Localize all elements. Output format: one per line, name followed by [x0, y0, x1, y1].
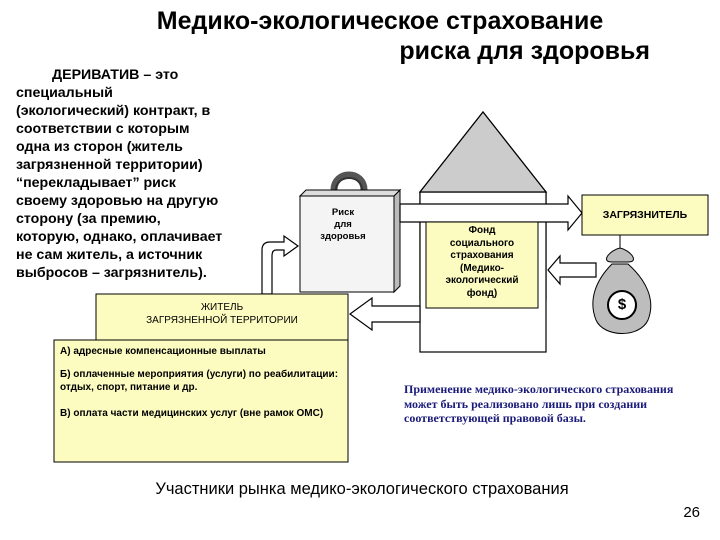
money-bag-symbol: $: [617, 296, 627, 313]
risk-label-line: Риск: [331, 207, 355, 218]
resident-label: ЖИТЕЛЬ ЗАГРЯЗНЕННОЙ ТЕРРИТОРИИ: [96, 294, 348, 347]
derivative-line: специальный: [16, 85, 113, 101]
resident-box: [95, 293, 349, 341]
page-number: 26: [683, 504, 700, 521]
arrow-resident-to-risk: [261, 234, 300, 295]
derivative-line: не сам житель, а источник: [16, 247, 203, 263]
fund-label: Фонд социального страхования (Медико- эк…: [426, 222, 538, 311]
derivative-line: ДЕРИВАТИВ – это: [52, 67, 179, 83]
arrow-bag-to-fund: [547, 254, 597, 286]
polluter-box: [581, 194, 709, 236]
weight-icon: [298, 171, 402, 294]
resident-line: ЖИТЕЛЬ: [200, 302, 244, 313]
benefit-options: А) адресные компенсационные выплаты Б) о…: [54, 340, 348, 462]
fund-line: социального: [449, 237, 515, 249]
option-item: Б) оплаченные мероприятия (услуги) по ре…: [60, 369, 339, 393]
fund-line: экологический: [445, 275, 519, 286]
derivative-line: (экологический) контракт, в: [16, 103, 211, 119]
fund-line: страхования: [450, 250, 514, 261]
derivative-line: соответствии с которым: [16, 121, 190, 137]
options-box: [53, 339, 349, 463]
fund-line: Фонд: [468, 225, 496, 236]
fund-box: [425, 221, 539, 309]
derivative-line: выбросов – загрязнитель).: [16, 265, 207, 281]
risk-label-line: здоровья: [320, 231, 366, 242]
page-title: Медико-экологическое страхование риска д…: [110, 6, 650, 66]
option-item: А) адресные компенсационные выплаты: [60, 346, 266, 357]
resident-line: ЗАГРЯЗНЕННОЙ ТЕРРИТОРИИ: [146, 315, 298, 326]
derivative-line: одна из сторон (житель: [16, 139, 183, 155]
title-line-1: Медико-экологическое страхование: [156, 7, 604, 35]
title-line-2: риска для здоровья: [399, 37, 650, 65]
risk-label: Риск для здоровья: [300, 207, 386, 243]
legal-basis-note: Применение медико-экологического страхов…: [404, 382, 674, 425]
money-bag-icon: [592, 247, 652, 334]
risk-label-line: для: [334, 219, 352, 230]
derivative-line: “перекладывает” риск: [16, 175, 176, 191]
derivative-line: загрязненной территории): [16, 157, 203, 173]
fund-line: фонд): [466, 287, 498, 299]
derivative-line: сторону (за премию,: [16, 211, 161, 227]
fund-line: (Медико-: [459, 262, 505, 274]
option-item: В) оплата части медицинских услуг (вне р…: [60, 408, 324, 419]
polluter-label: ЗАГРЯЗНИТЕЛЬ: [602, 209, 688, 221]
arrow-fund-to-resident: [348, 296, 421, 332]
derivative-line: своему здоровью на другую: [16, 193, 219, 209]
derivative-definition: ДЕРИВАТИВ – это специальный (экологическ…: [16, 66, 266, 282]
slide-caption: Участники рынка медико-экологического ст…: [155, 480, 569, 498]
derivative-line: которую, однако, оплачивает: [16, 229, 223, 245]
